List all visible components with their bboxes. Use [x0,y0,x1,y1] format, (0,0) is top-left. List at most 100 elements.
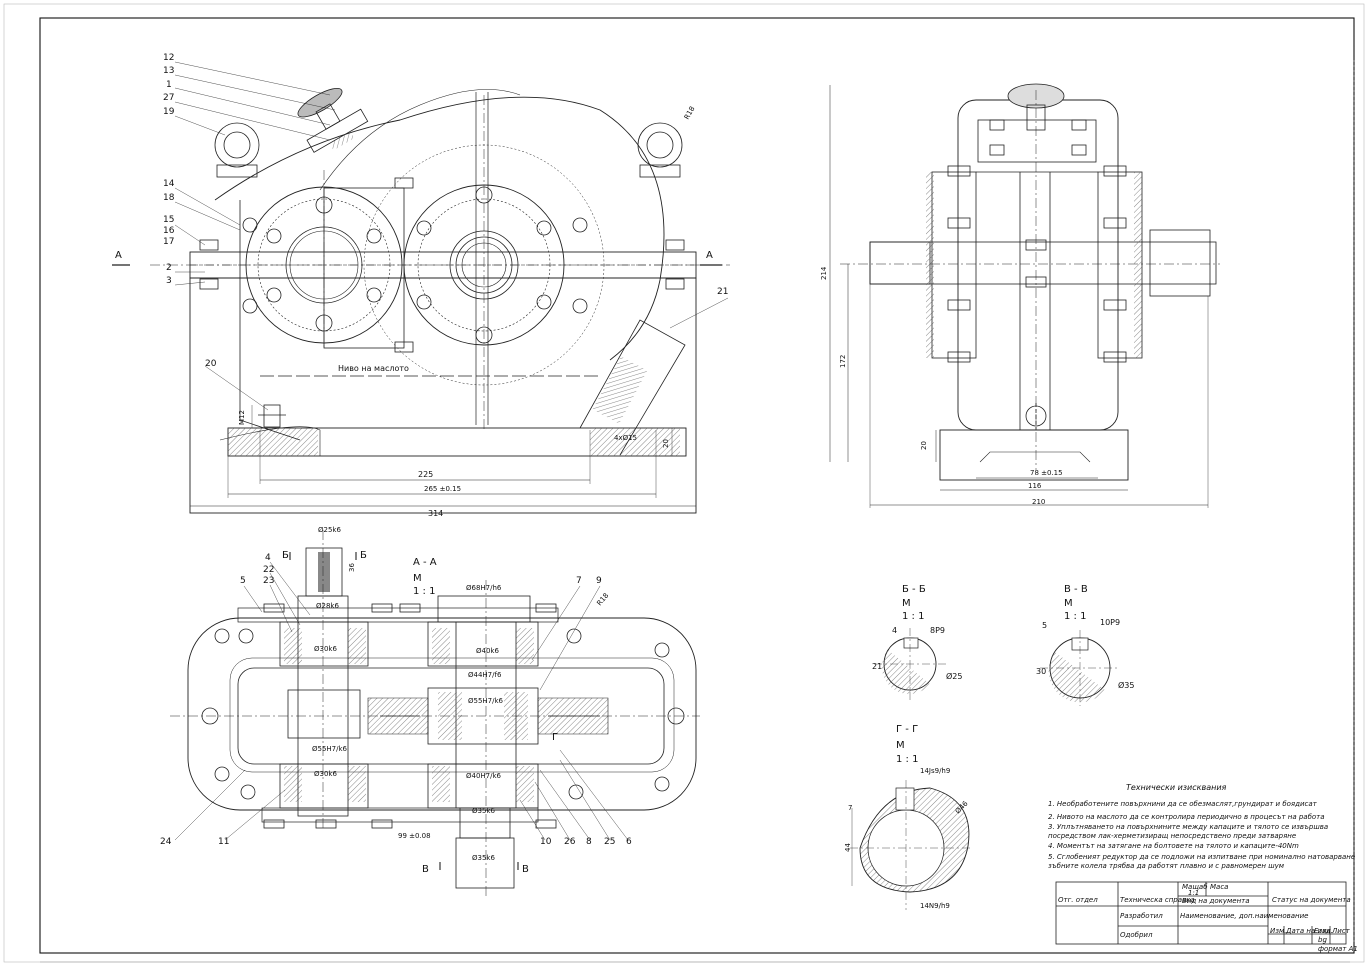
section-vv-key: 10P9 [1100,618,1120,627]
section-bb-scale: 1 : 1 [902,611,924,622]
mark-b-right: Б [360,550,367,561]
callout-9: 9 [596,576,602,586]
tb-doc-type: Вид на документа [1182,897,1250,905]
section-bb [874,628,946,700]
dia-35k6-b: Ø35k6 [472,854,495,862]
dim-314: 314 [428,509,443,518]
section-aa-title: A - A [413,557,437,568]
tb-developed: Разработил [1120,912,1163,920]
dim-4x015: 4xØ15 [614,434,637,442]
dia-35k6-a: Ø35k6 [472,807,495,815]
callout-4: 4 [265,553,271,563]
section-bb-4: 4 [892,626,897,635]
dim-225: 225 [418,470,433,479]
requirement-line-5: 4. Моментът на затягане на болтовете на … [1048,842,1299,850]
dia-30k6-b: Ø30k6 [314,770,337,778]
tb-sheet: Лист [1331,927,1351,935]
callout-2: 2 [166,263,172,273]
callout-27: 27 [163,93,174,103]
requirement-line-3: 3. Уплътняването на повърхнините между к… [1048,823,1328,831]
section-gg-scale: 1 : 1 [896,754,918,765]
dim-214: 214 [820,266,828,280]
callout-10: 10 [540,837,552,847]
dia-68h7: Ø68H7/h6 [466,584,502,592]
callout-12: 12 [163,53,174,63]
callout-17: 17 [163,237,174,247]
title-block [1055,881,1347,945]
callout-16: 16 [163,226,175,236]
callout-6: 6 [626,837,632,847]
tb-lang: Език [1314,927,1332,935]
callout-1: 1 [166,80,172,90]
dim-116: 116 [1028,482,1042,490]
mark-g: Г [552,732,558,743]
plan-section-view [170,530,700,898]
callout-18: 18 [163,193,175,203]
callout-14: 14 [163,179,175,189]
section-aa-scale: 1 : 1 [413,586,435,597]
section-vv-m: M [1064,598,1073,609]
callout-22: 22 [263,565,274,575]
tb-issue-date: Дата на изд. [1285,927,1333,935]
dim-m12: M12 [238,410,246,425]
callout-3: 3 [166,276,172,286]
tb-dept: Отг. отдел [1058,896,1098,904]
section-gg [850,780,970,910]
tb-doc-status: Статус на документа [1272,896,1351,904]
requirements-title: Технически изисквания [1126,783,1227,792]
dim-r18-front: R18 [683,105,697,121]
requirement-line-2: 2. Нивото на маслото да се контролира пе… [1048,813,1325,821]
callout-26: 26 [564,837,576,847]
dia-30k6: Ø30k6 [314,645,337,653]
section-bb-dia: Ø25 [946,671,962,681]
section-mark-a-right: A [706,250,713,261]
callout-20: 20 [205,359,217,369]
section-gg-key-bot: 14N9/h9 [920,902,950,910]
section-gg-title: Г - Г [896,724,918,735]
tb-scale-label: Мащаб [1182,883,1208,891]
dim-r18-plan: R18 [595,592,610,608]
requirement-line-4: посредством лак-херметизиращ непосредств… [1048,832,1296,840]
dia-40h7: Ø40H7/k6 [466,772,502,780]
callout-23: 23 [263,576,274,586]
callout-13: 13 [163,66,174,76]
dim-99: 99 ±0.08 [398,832,431,840]
dia-28k6: Ø28k6 [316,602,339,610]
tb-name: Наименование, доп.наименование [1180,912,1308,920]
mark-b-left: Б [282,550,289,561]
dim-78: 78 ±0.15 [1030,469,1063,477]
section-bb-m: M [902,598,911,609]
section-bb-21: 21 [872,662,882,671]
requirement-line-6: 5. Сглобеният редуктор да се подложи на … [1048,853,1355,861]
section-gg-7: 7 [848,804,852,812]
section-vv-5: 5 [1042,621,1047,630]
dia-25k6: Ø25k6 [318,526,341,534]
callout-5: 5 [240,576,246,586]
dim-20-side: 20 [920,441,928,450]
section-vv [1040,630,1120,706]
oil-level-label: Ниво на маслото [338,364,409,373]
dia-55h7-a: Ø55H7/k6 [312,745,348,753]
dim-210: 210 [1032,498,1045,506]
section-vv-title: В - В [1064,584,1088,595]
section-vv-dia: Ø35 [1118,680,1134,690]
dim-20-front: 20 [662,439,670,448]
callout-25: 25 [604,837,615,847]
callout-19: 19 [163,107,175,117]
callout-7: 7 [576,576,582,586]
front-view [112,61,730,514]
section-vv-30: 30 [1036,667,1046,676]
section-vv-scale: 1 : 1 [1064,611,1086,622]
section-bb-title: Б - Б [902,584,926,595]
section-aa-m: M [413,573,422,584]
tb-format: формат A1 [1318,945,1358,953]
tb-approved: Одобрил [1120,931,1153,939]
section-gg-m: M [896,740,905,751]
dia-44h7: Ø44H7/f6 [468,671,502,679]
section-gg-key-top: 14Js9/h9 [920,767,950,775]
callout-24: 24 [160,837,172,847]
section-bb-key: 8P9 [930,626,945,635]
callout-15: 15 [163,215,174,225]
section-mark-a-left: A [115,250,122,261]
